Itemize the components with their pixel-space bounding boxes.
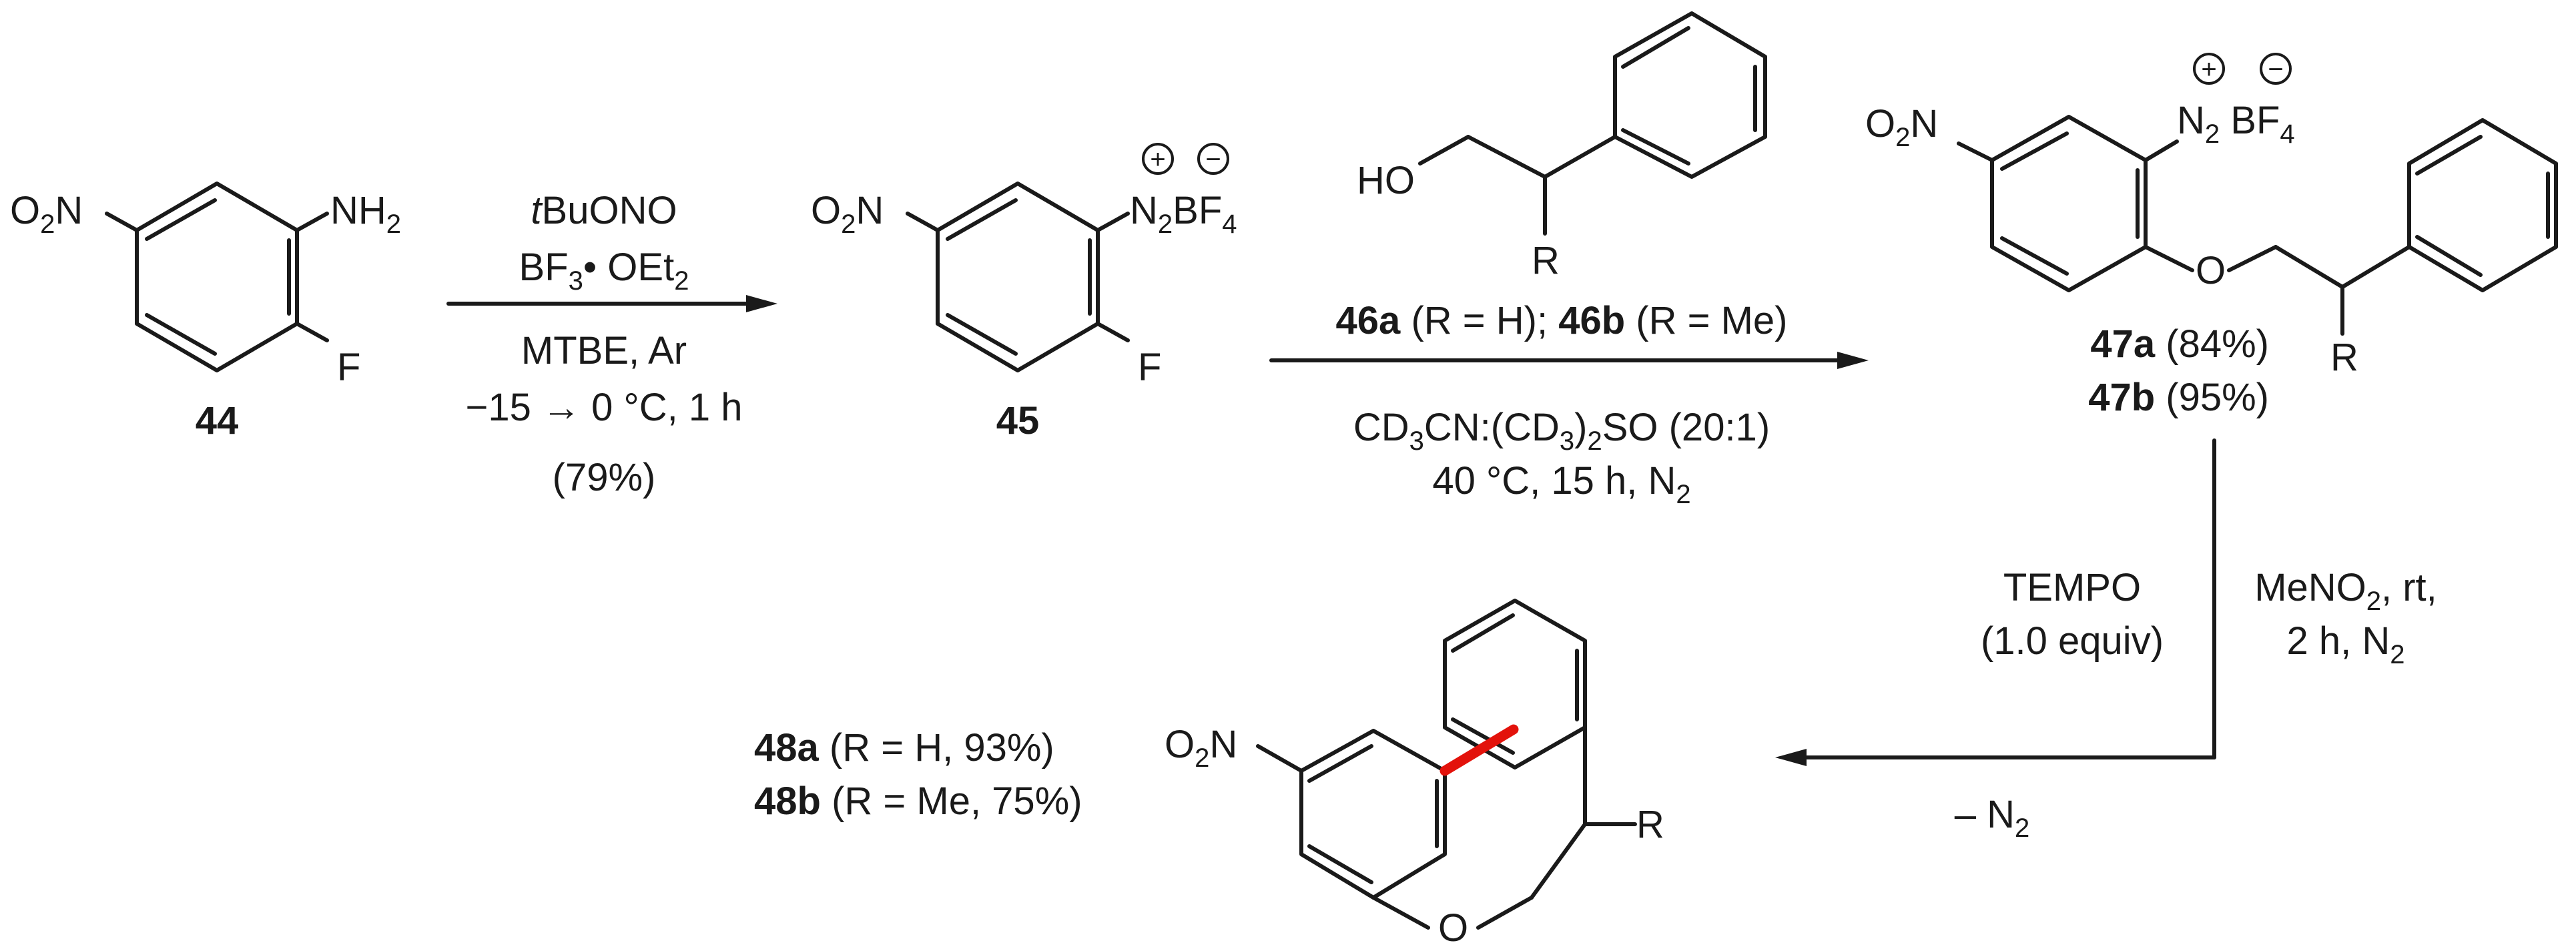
negative-charge-45: − xyxy=(1197,143,1229,175)
fluoro-label-45: F xyxy=(1138,346,1161,389)
hydroxyl-label-46: HO xyxy=(1357,159,1415,202)
step3-reagent-equiv: (1.0 equiv) xyxy=(1981,619,2164,663)
step2-temperature-time: 40 °C, 15 h, N2 xyxy=(1432,459,1690,509)
negative-charge-47: − xyxy=(2260,53,2292,85)
compound-45-structure xyxy=(906,182,1130,372)
compound-44-id: 44 xyxy=(196,399,239,442)
nitro-group-label-45: O2N xyxy=(811,189,884,239)
reagent-46-structure xyxy=(1418,11,1767,236)
step1-yield: (79%) xyxy=(553,456,656,499)
compound-48a-label: 48a (R = H, 93%) xyxy=(754,726,1054,769)
svg-text:+: + xyxy=(2201,55,2216,84)
compound-47a-label: 47a (84%) xyxy=(2090,322,2269,366)
nitro-group-label-47: O2N xyxy=(1865,102,1938,152)
step3-time-atmosphere: 2 h, N2 xyxy=(2287,619,2405,669)
step3-arrow-head xyxy=(1775,749,1807,766)
step3-nitrogen-loss: – N2 xyxy=(1955,793,2030,843)
positive-charge-45: + xyxy=(1142,143,1174,175)
step3-solvent: MeNO2, rt, xyxy=(2254,566,2437,616)
ring-oxygen-48: O xyxy=(1438,906,1468,949)
svg-text:−: − xyxy=(1205,145,1221,174)
nitro-group-label-44: O2N xyxy=(10,189,83,239)
compound-47-structure xyxy=(1957,115,2558,336)
nitro-group-label-48: O2N xyxy=(1165,723,1237,773)
r-substituent-48: R xyxy=(1636,803,1664,846)
svg-text:+: + xyxy=(1150,145,1165,174)
step3-reagent-tempo: TEMPO xyxy=(2003,566,2141,609)
step2-reagent-46: 46a (R = H); 46b (R = Me) xyxy=(1336,299,1788,342)
step2-solvent: CD3CN:(CD3)2SO (20:1) xyxy=(1353,406,1770,456)
compound-47b-label: 47b (95%) xyxy=(2088,376,2269,419)
step1-reagent-tbuono: tBuONO xyxy=(531,189,677,232)
compound-44-structure xyxy=(105,182,329,372)
ether-oxygen-47: O xyxy=(2196,249,2226,292)
step1-temperature-time: −15 → 0 °C, 1 h xyxy=(466,386,743,429)
amine-group-label-44: NH2 xyxy=(330,189,401,239)
svg-text:−: − xyxy=(2268,55,2283,84)
positive-charge-47: + xyxy=(2193,53,2225,85)
diazonium-label-47: N2 BF4 xyxy=(2177,99,2295,149)
compound-45-id: 45 xyxy=(996,399,1040,442)
step1-arrow-head xyxy=(746,295,777,312)
new-biaryl-bond-highlight xyxy=(1439,724,1519,776)
fluoro-label-44: F xyxy=(337,346,360,389)
step2-arrow-head xyxy=(1837,352,1869,369)
step1-reagent-bf3-etherate: BF3• OEt2 xyxy=(519,246,689,296)
diazonium-label-45: N2BF4 xyxy=(1130,189,1237,239)
step1-solvent: MTBE, Ar xyxy=(521,329,687,372)
r-substituent-46: R xyxy=(1532,239,1560,282)
compound-48b-label: 48b (R = Me, 75%) xyxy=(754,779,1082,823)
r-substituent-47: R xyxy=(2330,336,2358,379)
